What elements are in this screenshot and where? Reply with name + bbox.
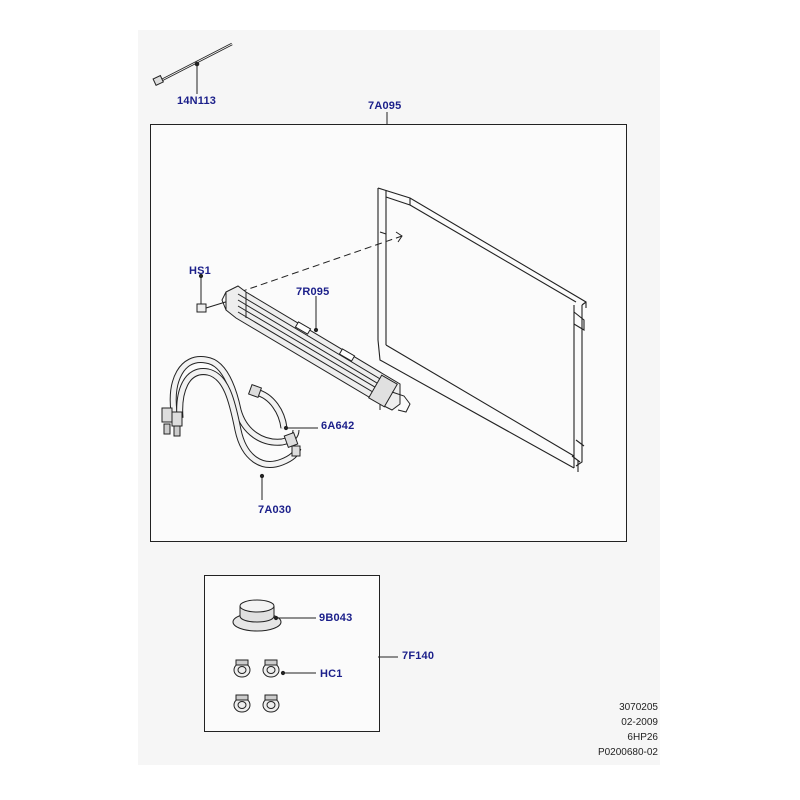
fitting-kit-frame: [204, 575, 380, 732]
cable-tie-part: [152, 42, 233, 94]
reference-line-2: 02-2009: [621, 717, 658, 728]
bolt-part: [196, 273, 233, 313]
callout-7r095: 7R095: [296, 286, 330, 298]
callout-7a095: 7A095: [368, 100, 402, 112]
reference-line-3: 6HP26: [627, 732, 658, 743]
callout-hc1: HC1: [320, 668, 343, 680]
oil-cooler-part: [221, 285, 411, 413]
radiator-frame-part: [377, 187, 587, 472]
callout-7f140: 7F140: [402, 650, 435, 662]
reference-line-4: P0200680-02: [597, 747, 658, 758]
mount-bracket: [395, 231, 403, 243]
reference-line-1: 3070205: [619, 702, 658, 713]
callout-9b043: 9B043: [319, 612, 353, 624]
callout-14n113: 14N113: [177, 95, 217, 107]
hose-clamps-part: [233, 659, 316, 713]
filler-cap-part: [232, 599, 316, 632]
callout-6a642: 6A642: [321, 420, 355, 432]
callout-7a030: 7A030: [258, 504, 292, 516]
cooler-hoses-part: [161, 356, 318, 500]
mount-dashed-line: [239, 235, 403, 293]
cooler-assembly-frame: [150, 124, 627, 542]
callout-hs1: HS1: [189, 265, 211, 277]
reference-block: 3070205 02-2009 6HP26 P0200680-02: [598, 700, 658, 760]
